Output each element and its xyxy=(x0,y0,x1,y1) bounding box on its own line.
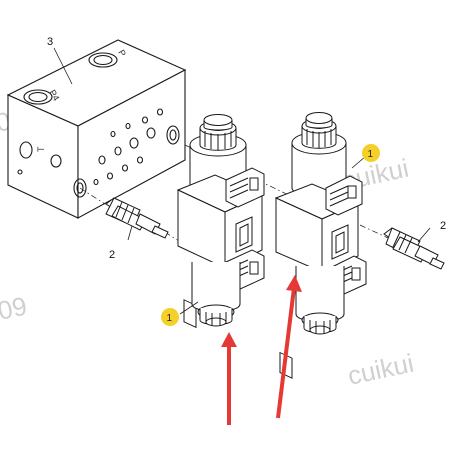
callout-2-right-label: 2 xyxy=(440,220,446,232)
manifold-block xyxy=(6,39,187,219)
callout-leader-2-right xyxy=(417,227,431,243)
solenoid-valve-left xyxy=(176,114,265,329)
red-arrow-right-icon xyxy=(276,275,302,419)
relief-plug-left xyxy=(105,197,169,239)
watermark-left-mid: 09 xyxy=(0,291,30,326)
red-arrow-left-icon xyxy=(221,332,237,425)
callout-leader-2-left xyxy=(127,225,133,241)
callout-badge-left xyxy=(161,308,179,326)
block-port-mark-top: P xyxy=(116,48,128,58)
callout-leader-1-left xyxy=(179,301,199,315)
assembly-center-lines xyxy=(79,144,389,246)
block-side-mark: T xyxy=(36,146,46,152)
block-port-mark-left: P4 xyxy=(47,88,61,103)
callout-badge-right-label: 1 xyxy=(368,149,374,160)
relief-plug-right xyxy=(383,227,445,270)
callout-leader-3 xyxy=(53,47,73,85)
callout-3-label: 3 xyxy=(47,36,53,48)
solenoid-valve-right xyxy=(274,112,367,379)
watermark-bottom-right: cuikui xyxy=(345,348,416,391)
callout-2-left-label: 2 xyxy=(109,249,115,261)
callout-badge-left-label: 1 xyxy=(167,313,173,324)
callout-badge-right xyxy=(362,144,380,162)
